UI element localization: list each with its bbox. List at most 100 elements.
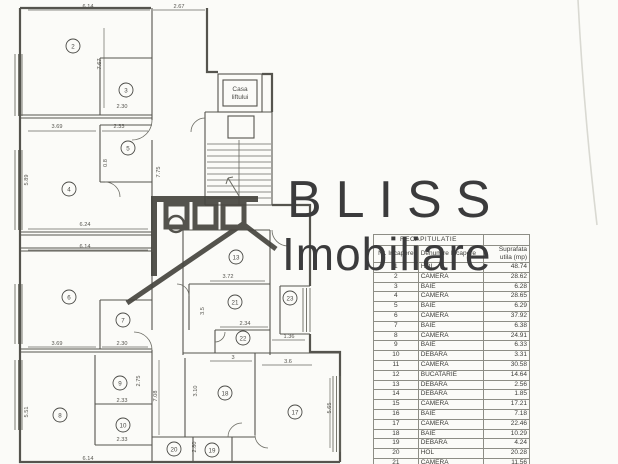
outer-walls	[18, 6, 342, 464]
room-name-cell: HOL	[417, 448, 484, 459]
dimension-label: 2.33	[114, 124, 125, 130]
dimension-label: 1.36	[284, 334, 295, 340]
room-number-label: 3	[124, 87, 128, 94]
room-number-label: 13	[233, 254, 240, 261]
dimension-label: 3.72	[223, 274, 234, 280]
room-name-cell: CAMERA	[417, 291, 484, 303]
area-cell: 2.56	[482, 379, 531, 391]
dimension-label: 3	[231, 355, 234, 361]
dimension-label: 2.34	[240, 321, 251, 327]
room-name-cell: CAMERA	[417, 359, 484, 371]
room-name-cell: CAMERA	[417, 330, 484, 342]
elevator-label-line1: Casa	[232, 86, 248, 93]
dimension-label: 2.33	[117, 398, 128, 404]
room-number-label: 8	[58, 412, 62, 419]
room-number-label: 21	[232, 299, 239, 306]
room-number-label: 10	[120, 422, 127, 429]
room-number-circle	[204, 442, 220, 458]
area-cell: 14.64	[482, 369, 531, 381]
room-number-label: 9	[118, 380, 122, 387]
room-name-cell: DEBARA	[417, 350, 484, 361]
room-number-label: 23	[287, 295, 294, 302]
room-number-label: 5	[126, 145, 130, 152]
dimension-label: 7.67	[97, 59, 103, 70]
logo-wordmark-line2: Imobiliare	[282, 228, 492, 280]
room-number-cell: 21	[373, 457, 419, 464]
room-name-cell: CAMERA	[417, 418, 484, 430]
elevator-label-line2: liftului	[232, 94, 249, 101]
dimension-label: 3.69	[52, 341, 63, 347]
room-number-cell: 19	[373, 438, 419, 450]
dimension-label: 3.10	[193, 386, 199, 397]
room-number-circle	[65, 38, 81, 54]
area-cell: 37.92	[482, 310, 531, 322]
room-number-cell: 18	[373, 428, 419, 440]
room-number-label: 20	[171, 446, 178, 453]
recap-table: RECAPITULATIE Nr. Incapere Denumire Inca…	[373, 234, 531, 464]
room-number-cell: 15	[373, 399, 419, 410]
dimension-label: 3.5	[200, 307, 206, 315]
room-number-cell: 13	[373, 379, 419, 391]
dimension-label: 2.67	[174, 4, 185, 10]
room-number-cell: 10	[373, 350, 419, 361]
area-cell: 6.28	[482, 281, 531, 293]
area-cell: 4.24	[482, 438, 531, 450]
room-name-cell: DEBARA	[417, 438, 484, 450]
area-cell: 17.21	[482, 399, 531, 410]
room-number-cell: 6	[373, 310, 419, 322]
room-number-circle	[61, 289, 77, 305]
room-number-circle	[61, 181, 77, 197]
dimension-label: 7.08	[153, 391, 159, 402]
area-cell: 30.58	[482, 359, 531, 371]
room-number-cell: 14	[373, 389, 419, 401]
area-cell: 7.18	[482, 408, 531, 420]
room-name-cell: BAIE	[417, 301, 484, 312]
dimension-label: 2.33	[117, 437, 128, 443]
room-name-cell: DEBARA	[417, 379, 484, 391]
room-number-cell: 5	[373, 301, 419, 312]
room-number-cell: 17	[373, 418, 419, 430]
interior-walls	[20, 8, 340, 462]
dimension-label: 7.75	[156, 167, 162, 178]
room-number-circle	[112, 375, 128, 391]
area-cell: 28.65	[482, 291, 531, 303]
room-number-cell: 11	[373, 359, 419, 371]
dimension-label: 6.14	[80, 244, 91, 250]
area-cell: 3.31	[482, 350, 531, 361]
room-number-circle	[120, 140, 136, 156]
area-cell: 6.33	[482, 340, 531, 352]
column-header-room-name: Denumire Incapere	[417, 245, 484, 263]
dimension-label: 2.75	[136, 376, 142, 387]
area-cell: 24.91	[482, 330, 531, 342]
room-number-label: 6	[67, 294, 71, 301]
room-name-cell: BAIE	[417, 408, 484, 420]
dimension-label: 5.65	[327, 403, 333, 414]
door-arcs	[104, 117, 289, 449]
room-name-cell: BUCATARIE	[417, 369, 484, 381]
room-number-cell: 9	[373, 340, 419, 352]
room-number-circle	[235, 330, 251, 346]
room-number-label: 4	[67, 186, 71, 193]
dimension-label: 5.51	[24, 407, 30, 418]
room-number-label: 22	[240, 335, 247, 342]
room-number-cell: 16	[373, 408, 419, 420]
area-cell: 6.38	[482, 320, 531, 332]
area-cell: 11.56	[482, 457, 531, 464]
room-name-cell: BAIE	[417, 428, 484, 440]
room-number-label: 7	[121, 317, 125, 324]
